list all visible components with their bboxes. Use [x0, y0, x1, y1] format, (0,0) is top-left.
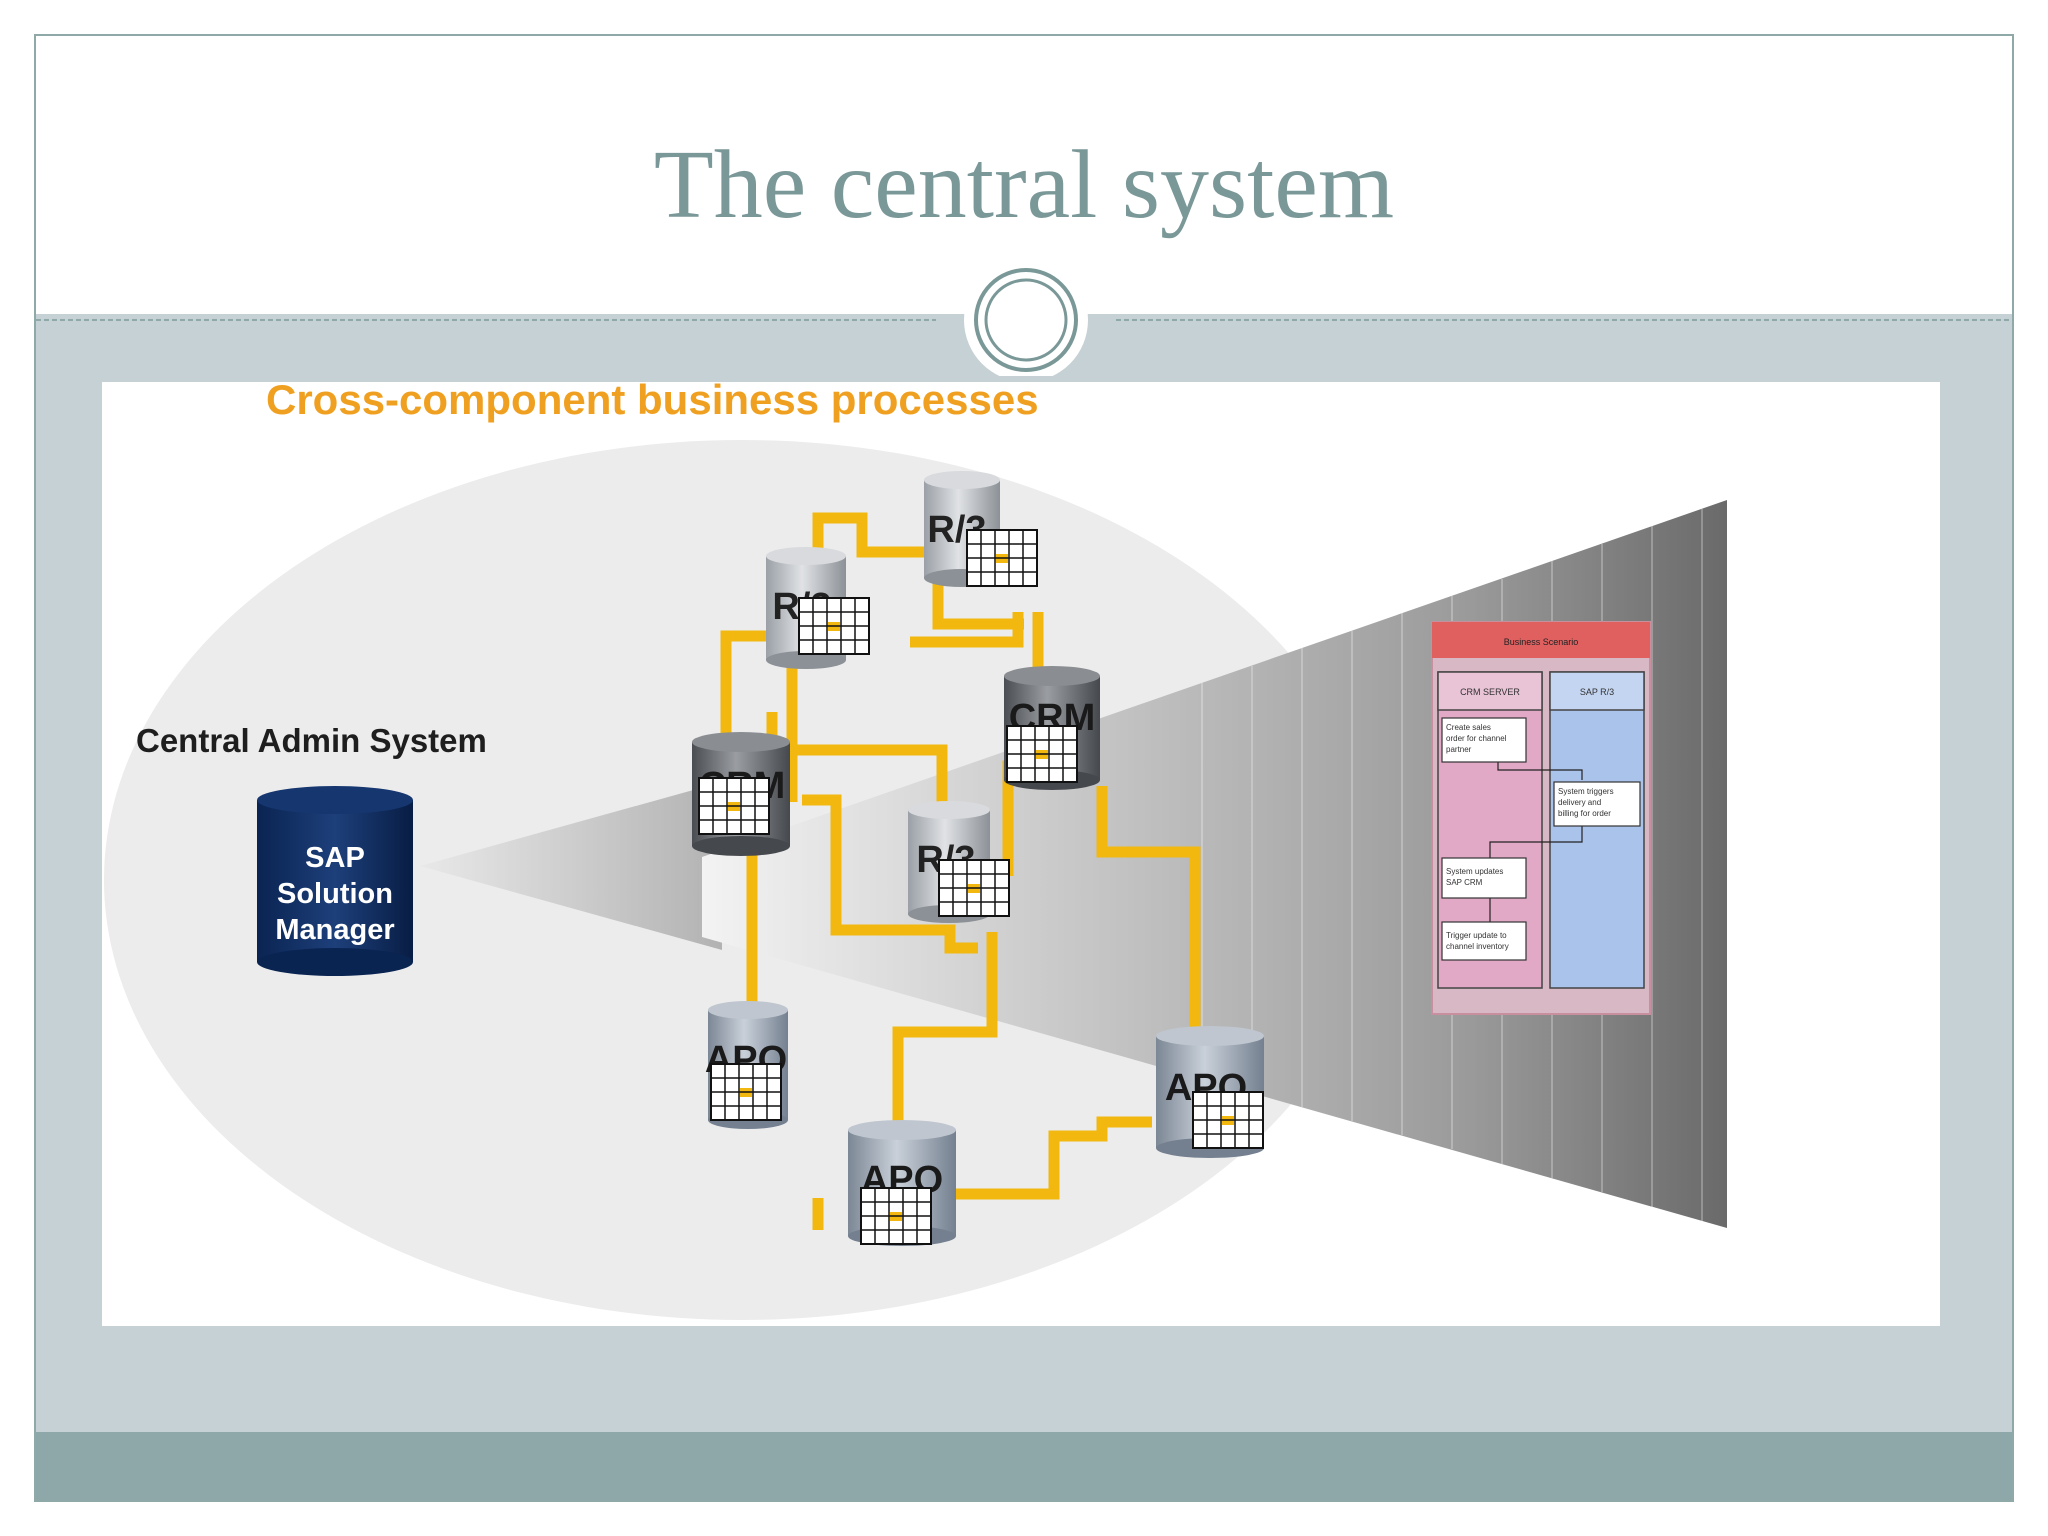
grid-icon-r3-left	[798, 597, 870, 655]
slide: The central system	[34, 34, 2014, 1502]
solman-line-2: Solution	[277, 878, 393, 910]
svg-text:System triggers deli: System triggers delivery and billing for…	[1558, 787, 1616, 818]
lane-sap-r3-label: SAP R/3	[1580, 687, 1614, 697]
svg-text:System updates SAP C: System updates SAP CRM	[1446, 867, 1506, 887]
divider-circle-inner-icon	[984, 278, 1068, 362]
panel-header	[1432, 622, 1650, 658]
solman-line-3: Manager	[275, 914, 394, 946]
admin-system-label: Central Admin System	[136, 722, 487, 759]
grid-icon-apo-right	[1192, 1091, 1264, 1149]
svg-text:Create sales order f: Create sales order for channel partner	[1446, 723, 1509, 754]
grid-icon-r3-top	[966, 529, 1038, 587]
step-update-crm	[1441, 857, 1527, 899]
lane-crm-server-label: CRM SERVER	[1460, 687, 1520, 697]
slide-title: The central system	[653, 131, 1395, 239]
lane-sap-r3	[1549, 671, 1645, 989]
footer-band	[36, 1432, 2012, 1500]
node-grid-icons	[698, 529, 1264, 1245]
panel-header-label: Business Scenario	[1504, 637, 1579, 647]
grid-icon-r3-center	[938, 859, 1010, 917]
grid-icon-crm-left	[698, 777, 770, 835]
process-diagram: Cross-component business processes Centr…	[102, 382, 1940, 1326]
step-create-sales-order	[1441, 717, 1527, 763]
grid-icon-crm-right	[1006, 725, 1078, 783]
beam-left	[420, 782, 722, 950]
solman-line-1: SAP	[305, 842, 365, 874]
title-divider	[36, 266, 2012, 376]
grid-icon-apo-bottom	[860, 1187, 932, 1245]
step-update-inventory	[1441, 921, 1527, 961]
diagram-heading: Cross-component business processes	[266, 382, 1039, 423]
step-trigger-delivery	[1553, 781, 1641, 827]
solution-manager-db-icon: SAP Solution Manager	[257, 786, 413, 976]
process-panel: Business Scenario CRM SERVER SAP R/3 Cre…	[1431, 621, 1651, 1015]
divider-circle-outer-icon	[974, 268, 1078, 372]
grid-icon-apo-left	[710, 1063, 782, 1121]
svg-text:Trigger update to ch: Trigger update to channel inventory	[1446, 931, 1509, 951]
